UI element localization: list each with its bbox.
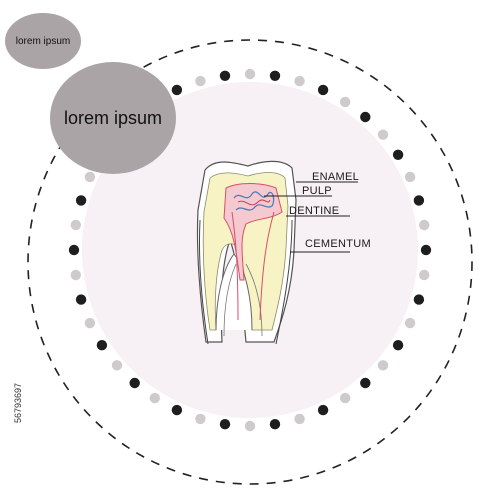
enamel-label: ENAMEL [312, 171, 360, 183]
ring-dot [404, 171, 416, 183]
small-bubble-label: lorem ipsum [15, 35, 71, 47]
ring-dot [294, 413, 305, 425]
ring-dot [377, 129, 389, 140]
ring-dot [149, 392, 160, 404]
large-bubble: lorem ipsum [50, 62, 176, 174]
small-bubble: lorem ipsum [5, 13, 81, 69]
pulp-label: PULP [302, 185, 332, 197]
ring-dot [360, 377, 371, 389]
ring-dot [129, 377, 140, 389]
ring-dot [413, 294, 425, 305]
ring-dot [360, 111, 371, 123]
ring-dot [75, 195, 87, 206]
ring-dot [340, 96, 351, 108]
ring-dot [75, 294, 87, 305]
ring-dot [294, 75, 305, 87]
ring-dot [269, 70, 281, 82]
ring-dot [171, 84, 183, 96]
nerve-fibers [237, 199, 271, 206]
tooth-cross-section-icon [196, 160, 358, 345]
ring-dot [84, 171, 96, 183]
ring-dot [413, 195, 425, 206]
ring-dot [244, 420, 256, 432]
root-canal-line-left [223, 263, 237, 337]
ring-dot [419, 269, 430, 281]
ring-dot [111, 360, 123, 371]
ring-dot [195, 413, 206, 425]
ring-dot [419, 219, 430, 231]
cementum-label: CEMENTUM [305, 238, 371, 250]
ring-dot [219, 419, 231, 430]
ring-dot [244, 68, 256, 80]
ring-dot [68, 244, 80, 256]
pulp-canal-left [231, 211, 239, 321]
ring-dot [219, 70, 231, 82]
ring-dot [317, 84, 329, 96]
ring-dot [317, 404, 329, 416]
ring-dot [392, 340, 404, 351]
ring-dot [70, 219, 82, 231]
dotted-ring [68, 68, 432, 432]
ring-dot [340, 392, 351, 404]
ring-dot [171, 404, 183, 416]
side-number: 56793697 [13, 382, 23, 423]
ring-dot [420, 244, 432, 256]
ring-dot [392, 149, 404, 160]
root-canal-line-right [245, 263, 263, 337]
pulp-canal-right [259, 211, 275, 321]
cementum-layer [198, 219, 293, 345]
ring-dot [195, 75, 206, 87]
dentine-label: DENTINE [289, 205, 340, 217]
ring-dot [404, 317, 416, 329]
ring-dot [269, 419, 281, 430]
ring-dot [377, 360, 389, 371]
ring-dot [84, 317, 96, 329]
ring-dot [70, 269, 82, 281]
ring-dot [96, 340, 108, 351]
outer-dashed-ring [27, 39, 473, 485]
large-bubble-label: lorem ipsum [63, 107, 163, 128]
